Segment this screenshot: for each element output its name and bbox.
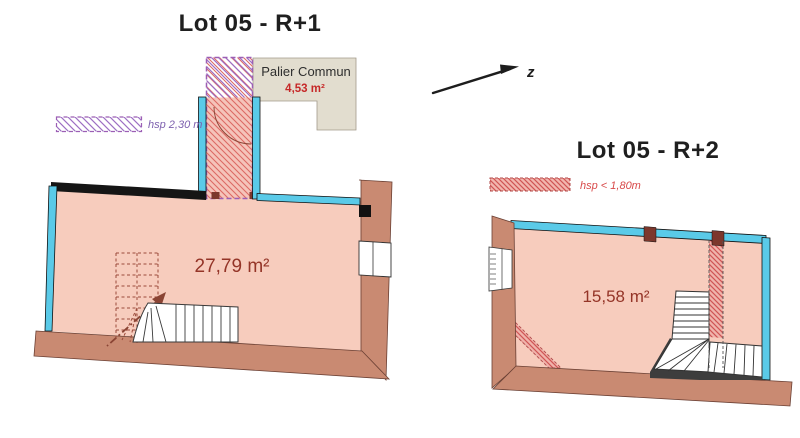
north-arrow: z: [431, 64, 535, 95]
r1-palier-area: 4,53 m²: [285, 83, 325, 95]
r1-title: Lot 05 - R+1: [179, 10, 322, 37]
r1-stair-lower-flight: [132, 302, 239, 343]
r2-left-wall: [491, 215, 517, 389]
r2-legend-hsp180: hsp < 1,80m: [489, 177, 641, 192]
north-arrow-head: [500, 64, 519, 74]
r1-room-interior: [48, 189, 363, 352]
r1-palier-name: Palier Commun: [261, 64, 351, 79]
r2-area-label: 15,58 m²: [582, 287, 649, 306]
r1-corridor-hatched-zone: [205, 56, 258, 200]
r1-corridor-glazing-right: [252, 96, 261, 200]
r2-post-2: [711, 230, 725, 247]
r1-plan: Palier Commun 4,53 m² 27,79 m² Lot 05 - …: [33, 10, 393, 382]
r1-post: [359, 205, 371, 217]
r2-title: Lot 05 - R+2: [577, 137, 720, 164]
r2-plan: 15,58 m² Lot 05 - R+2 hsp < 1,80m: [488, 137, 793, 407]
r2-post-1: [643, 226, 657, 243]
r2-hsp-180-vertical-band: [709, 240, 723, 338]
r1-legend-label: hsp 2,30 m: [148, 119, 202, 131]
r1-corridor-glazing-left: [198, 96, 207, 200]
r1-left-glazing-wall: [44, 185, 58, 332]
r1-top-wall: [51, 182, 206, 200]
r2-left-window: [488, 246, 513, 292]
r1-right-window: [358, 240, 392, 278]
r2-band-dashed-borders: [708, 240, 724, 368]
door-swing-arc: [213, 106, 252, 145]
r1-area-label: 27,79 m²: [195, 256, 270, 277]
r2-legend-label: hsp < 1,80m: [580, 180, 641, 192]
r2-right-glazing-wall: [761, 237, 771, 381]
r1-legend-hsp230: hsp 2,30 m: [55, 116, 202, 133]
r1-bottom-wall: [33, 330, 391, 380]
north-label: z: [526, 64, 535, 81]
